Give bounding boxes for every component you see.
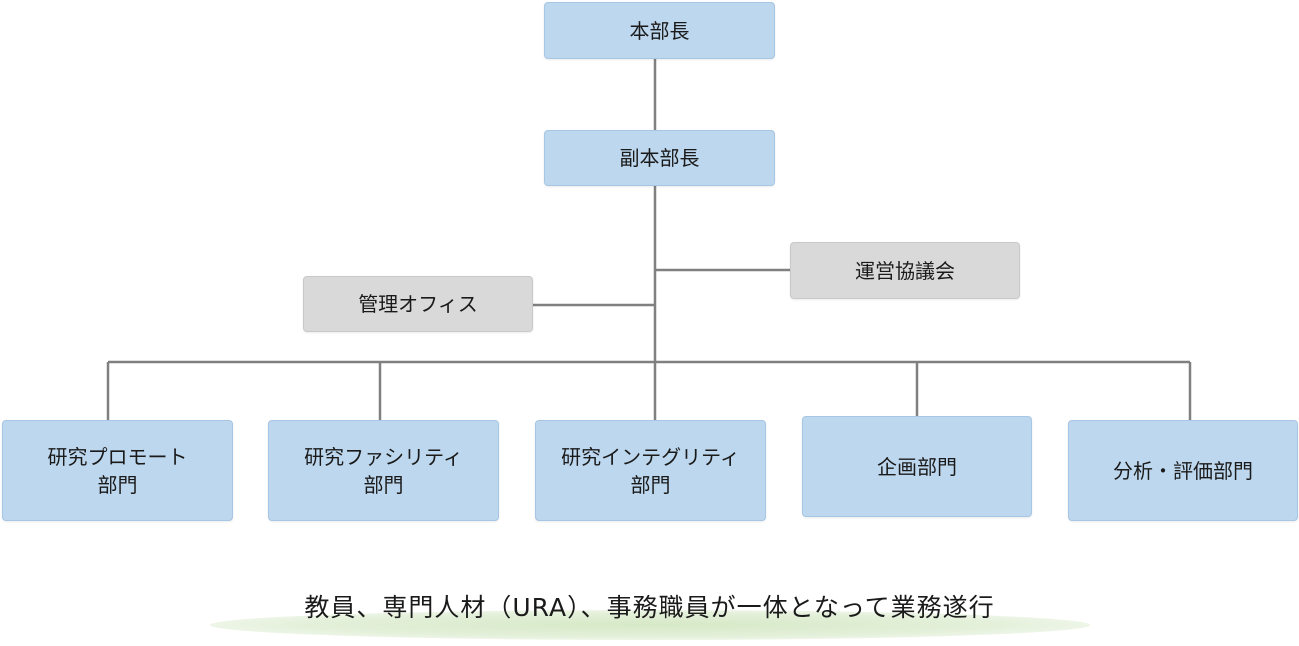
research-integrity-division-box: 研究インテグリティ 部門 <box>535 420 766 521</box>
research-integrity-division-label: 研究インテグリティ 部門 <box>561 444 740 497</box>
planning-division-box: 企画部門 <box>802 416 1032 517</box>
analysis-evaluation-division-box: 分析・評価部門 <box>1068 420 1298 521</box>
steering-council-label: 運営協議会 <box>855 258 955 283</box>
deputy-director-label: 副本部長 <box>619 146 700 170</box>
analysis-evaluation-division-label: 分析・評価部門 <box>1113 458 1253 483</box>
footer-caption: 教員、専門人材（URA）、事務職員が一体となって業務遂行 <box>304 593 995 622</box>
research-promotion-division-box: 研究プロモート 部門 <box>2 420 233 521</box>
research-facility-division-box: 研究ファシリティ 部門 <box>268 420 499 521</box>
director-box: 本部長 <box>544 2 775 59</box>
management-office-box: 管理オフィス <box>303 276 533 332</box>
deputy-director-box: 副本部長 <box>544 130 775 186</box>
management-office-label: 管理オフィス <box>358 292 478 316</box>
planning-division-label: 企画部門 <box>877 454 957 479</box>
footer-highlight-ellipse <box>210 610 1090 640</box>
director-label: 本部長 <box>629 18 690 43</box>
steering-council-box: 運営協議会 <box>790 242 1020 299</box>
research-promotion-division-label: 研究プロモート 部門 <box>47 444 188 497</box>
research-facility-division-label: 研究ファシリティ 部門 <box>304 444 463 497</box>
